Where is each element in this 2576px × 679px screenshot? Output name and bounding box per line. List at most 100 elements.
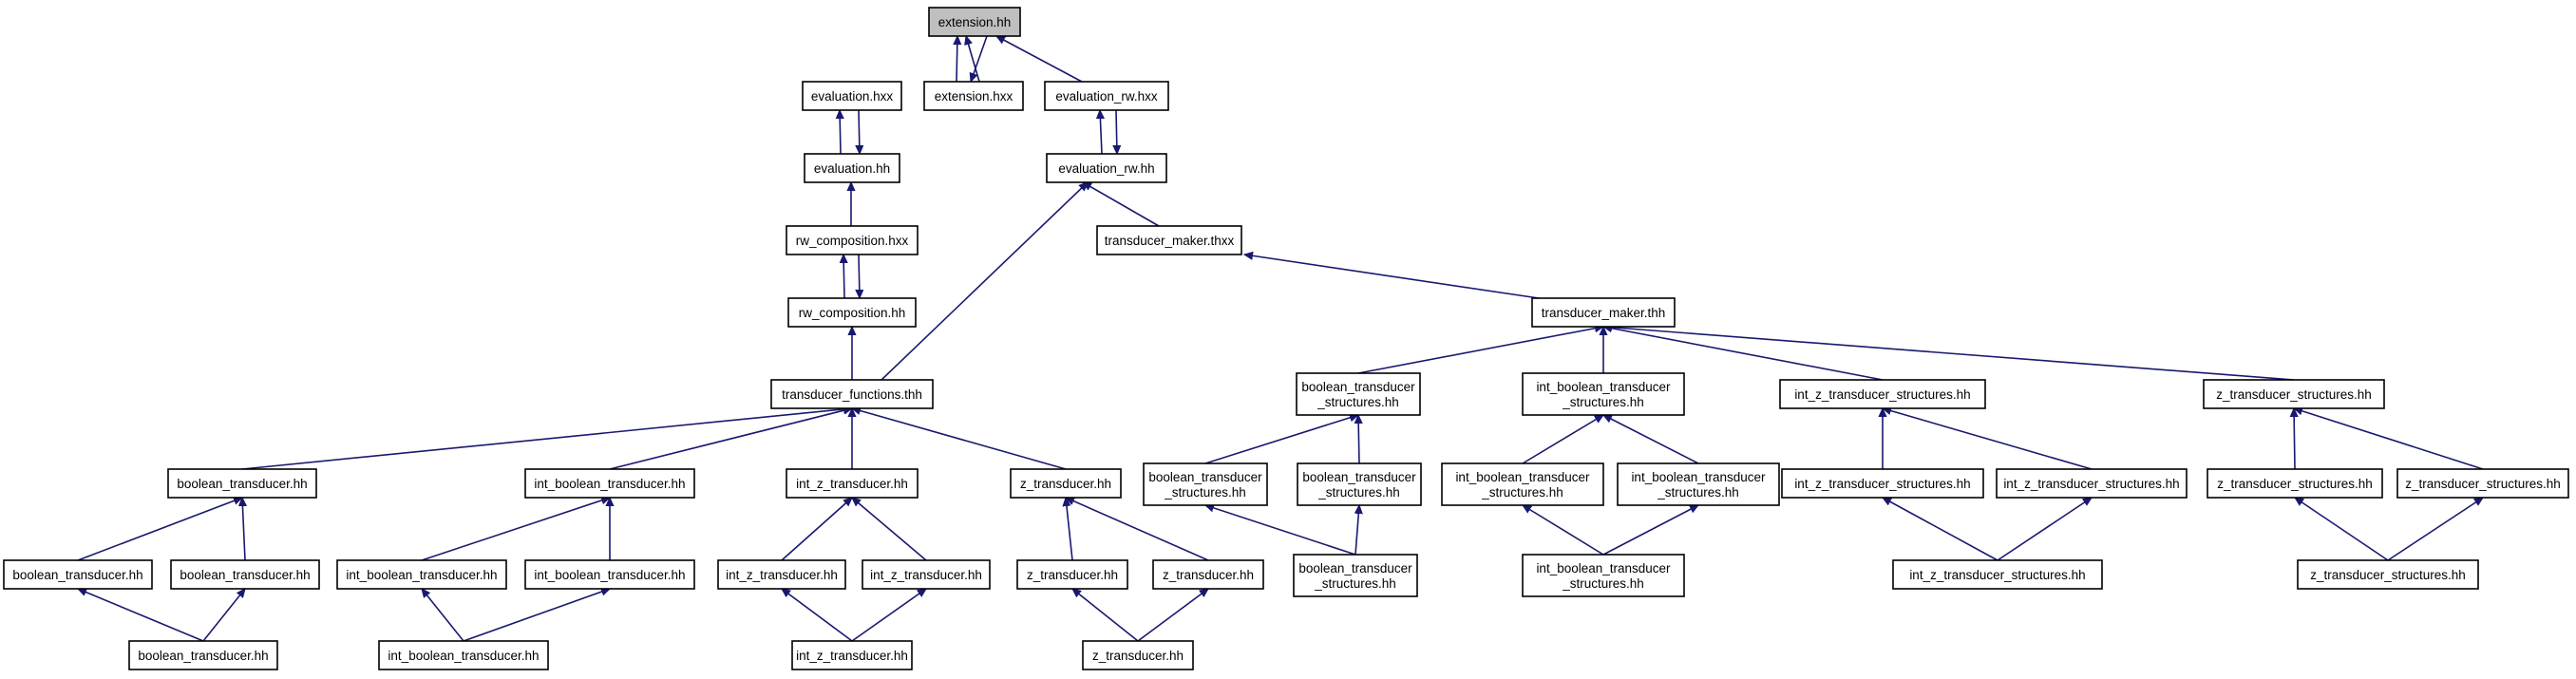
root-node-box[interactable] [928, 7, 1021, 37]
graph-node-n15[interactable]: boolean_transducer.hh [167, 468, 317, 499]
graph-node-n3[interactable]: evaluation_rw.hxx [1044, 81, 1169, 111]
graph-node-n39[interactable]: boolean_transducer.hh [128, 640, 278, 670]
graph-node-n20[interactable]: boolean_transducer_structures.hh [1297, 462, 1422, 506]
edge-n20-to-n11 [1358, 415, 1359, 464]
node-box[interactable] [1046, 153, 1167, 183]
node-box[interactable] [1293, 554, 1418, 597]
node-box[interactable] [1779, 379, 1986, 409]
node-box[interactable] [804, 153, 900, 183]
graph-node-n4[interactable]: evaluation.hh [804, 153, 900, 183]
node-box[interactable] [1617, 462, 1780, 506]
node-label: z_transducer_structures.hh [2405, 477, 2561, 491]
node-box[interactable] [128, 640, 278, 670]
node-box[interactable] [802, 81, 902, 111]
graph-node-n24[interactable]: int_z_transducer_structures.hh [1996, 468, 2188, 499]
graph-node-n31[interactable]: int_z_transducer.hh [717, 559, 846, 590]
graph-node-n40[interactable]: int_boolean_transducer.hh [378, 640, 549, 670]
graph-node-n38[interactable]: z_transducer_structures.hh [2297, 559, 2479, 590]
graph-node-n6[interactable]: rw_composition.hxx [786, 225, 919, 255]
graph-node-n2[interactable]: extension.hxx [923, 81, 1024, 111]
node-box[interactable] [1297, 462, 1422, 506]
node-box[interactable] [1522, 554, 1685, 597]
edge-n14-to-n9 [1603, 327, 2295, 381]
graph-node-n37[interactable]: int_z_transducer_structures.hh [1892, 559, 2103, 590]
node-box[interactable] [1996, 468, 2188, 499]
graph-node-n8[interactable]: rw_composition.hh [787, 297, 917, 328]
node-box[interactable] [2396, 468, 2569, 499]
node-box[interactable] [770, 379, 934, 409]
node-label: transducer_maker.thh [1542, 306, 1666, 320]
node-label: rw_composition.hh [799, 306, 906, 320]
graph-node-n7[interactable]: transducer_maker.thxx [1096, 225, 1242, 255]
node-label: z_transducer_structures.hh [2217, 477, 2373, 491]
graph-node-n14[interactable]: z_transducer_structures.hh [2203, 379, 2385, 409]
node-box[interactable] [3, 559, 153, 590]
graph-node-n26[interactable]: z_transducer_structures.hh [2396, 468, 2569, 499]
graph-node-n35[interactable]: boolean_transducer_structures.hh [1293, 554, 1418, 597]
node-label: _structures.hh [1657, 485, 1739, 500]
node-box[interactable] [336, 559, 507, 590]
node-box[interactable] [1441, 462, 1604, 506]
graph-node-n21[interactable]: int_boolean_transducer_structures.hh [1441, 462, 1604, 506]
graph-node-n13[interactable]: int_z_transducer_structures.hh [1779, 379, 1986, 409]
graph-node-n12[interactable]: int_boolean_transducer_structures.hh [1522, 372, 1685, 416]
graph-node-n17[interactable]: int_z_transducer.hh [786, 468, 919, 499]
edge-n41-to-n32 [851, 589, 926, 642]
node-box[interactable] [1296, 372, 1421, 416]
node-box[interactable] [1152, 559, 1264, 590]
graph-node-n30[interactable]: int_boolean_transducer.hh [524, 559, 695, 590]
node-box[interactable] [1044, 81, 1169, 111]
node-box[interactable] [1531, 297, 1676, 328]
graph-node-n32[interactable]: int_z_transducer.hh [862, 559, 991, 590]
node-label: evaluation_rw.hh [1058, 161, 1154, 176]
node-box[interactable] [524, 468, 695, 499]
node-box[interactable] [1010, 468, 1122, 499]
node-box[interactable] [1016, 559, 1128, 590]
node-box[interactable] [786, 225, 919, 255]
node-box[interactable] [791, 640, 913, 670]
node-box[interactable] [1781, 468, 1984, 499]
node-box[interactable] [1143, 462, 1268, 506]
graph-node-n10[interactable]: transducer_functions.thh [770, 379, 934, 409]
graph-node-n9[interactable]: transducer_maker.thh [1531, 297, 1676, 328]
graph-node-n0[interactable]: extension.hh [928, 7, 1021, 37]
node-box[interactable] [1096, 225, 1242, 255]
edge-n9-to-n7 [1244, 255, 1540, 299]
node-box[interactable] [1892, 559, 2103, 590]
graph-node-n16[interactable]: int_boolean_transducer.hh [524, 468, 695, 499]
node-box[interactable] [524, 559, 695, 590]
node-box[interactable] [167, 468, 317, 499]
node-box[interactable] [1522, 372, 1685, 416]
graph-node-n25[interactable]: z_transducer_structures.hh [2207, 468, 2383, 499]
edge-n1-to-n4 [859, 109, 860, 154]
graph-node-n23[interactable]: int_z_transducer_structures.hh [1781, 468, 1984, 499]
graph-node-n29[interactable]: int_boolean_transducer.hh [336, 559, 507, 590]
graph-node-n11[interactable]: boolean_transducer_structures.hh [1296, 372, 1421, 416]
node-box[interactable] [717, 559, 846, 590]
graph-node-n22[interactable]: int_boolean_transducer_structures.hh [1617, 462, 1780, 506]
node-box[interactable] [786, 468, 919, 499]
graph-node-n34[interactable]: z_transducer.hh [1152, 559, 1264, 590]
node-label: z_transducer.hh [1020, 477, 1111, 491]
node-box[interactable] [2207, 468, 2383, 499]
node-box[interactable] [170, 559, 320, 590]
node-box[interactable] [787, 297, 917, 328]
node-box[interactable] [862, 559, 991, 590]
edge-n42-to-n33 [1072, 589, 1139, 642]
node-box[interactable] [1082, 640, 1194, 670]
graph-node-n1[interactable]: evaluation.hxx [802, 81, 902, 111]
graph-node-n33[interactable]: z_transducer.hh [1016, 559, 1128, 590]
graph-node-n27[interactable]: boolean_transducer.hh [3, 559, 153, 590]
graph-node-n18[interactable]: z_transducer.hh [1010, 468, 1122, 499]
graph-node-n42[interactable]: z_transducer.hh [1082, 640, 1194, 670]
node-box[interactable] [2203, 379, 2385, 409]
node-label: int_z_transducer.hh [870, 568, 982, 582]
graph-node-n36[interactable]: int_boolean_transducer_structures.hh [1522, 554, 1685, 597]
node-box[interactable] [378, 640, 549, 670]
node-box[interactable] [2297, 559, 2479, 590]
node-box[interactable] [923, 81, 1024, 111]
graph-node-n28[interactable]: boolean_transducer.hh [170, 559, 320, 590]
graph-node-n19[interactable]: boolean_transducer_structures.hh [1143, 462, 1268, 506]
graph-node-n5[interactable]: evaluation_rw.hh [1046, 153, 1167, 183]
graph-node-n41[interactable]: int_z_transducer.hh [791, 640, 913, 670]
